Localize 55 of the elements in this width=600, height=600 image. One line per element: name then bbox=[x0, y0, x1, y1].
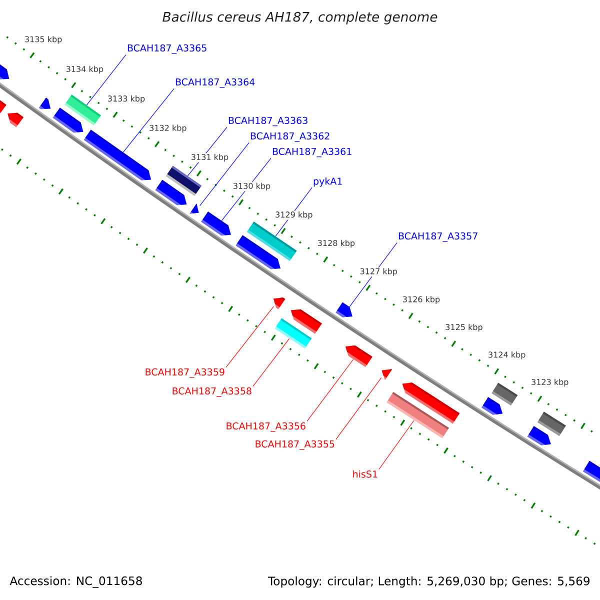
tick-label: 3125 kbp bbox=[444, 323, 484, 332]
tick-label: 3126 kbp bbox=[402, 296, 441, 304]
gene-label: BCAH187_A3358 bbox=[172, 387, 252, 397]
gene-block bbox=[52, 108, 84, 133]
leader-line bbox=[336, 377, 382, 440]
gene-label: pykA1 bbox=[314, 177, 342, 187]
leader-line bbox=[378, 420, 414, 470]
gene-block bbox=[582, 460, 600, 482]
tick-label: 3135 kbp bbox=[24, 35, 63, 44]
tick-label: 3132 kbp bbox=[148, 124, 188, 134]
gene-bar bbox=[386, 392, 449, 438]
tick-label: 3129 kbp bbox=[274, 210, 314, 220]
tick-label: 3131 kbp bbox=[190, 153, 230, 162]
gene-label: BCAH187_A3355 bbox=[256, 440, 334, 450]
gene-block bbox=[482, 397, 503, 415]
title: Bacillus cereus AH187, complete genome bbox=[162, 12, 438, 24]
gene-bar bbox=[492, 382, 518, 406]
gene-block bbox=[336, 302, 352, 318]
gene-block bbox=[201, 212, 231, 236]
gene-block bbox=[0, 100, 6, 114]
tick-label: 3123 kbp bbox=[530, 378, 570, 388]
leader-line bbox=[122, 88, 174, 153]
gene-label: BCAH187_A3364 bbox=[176, 78, 255, 88]
gene-label: BCAH187_A3362 bbox=[250, 132, 330, 142]
gene-block bbox=[38, 98, 51, 110]
gene-label: BCAH187_A3363 bbox=[228, 116, 308, 126]
gene-label: BCAH187_A3357 bbox=[398, 232, 478, 242]
gene-block bbox=[155, 180, 187, 206]
gene-block bbox=[8, 112, 24, 128]
leader-line bbox=[226, 306, 274, 368]
gene-block bbox=[527, 426, 551, 446]
gene-block bbox=[236, 235, 280, 270]
tick-label: 3128 kbp bbox=[316, 239, 356, 248]
gene-bar bbox=[274, 318, 312, 349]
footer-text: Topology: circular; Length: 5,269,030 bp; Genes: 5,569 bbox=[268, 576, 590, 588]
gene-label: BCAH187_A3365 bbox=[128, 44, 206, 54]
gene-block bbox=[382, 369, 392, 380]
gene-block bbox=[0, 64, 10, 80]
footer-text: Accession: NC_011658 bbox=[10, 576, 142, 588]
leader-line bbox=[252, 338, 290, 387]
gene-block bbox=[84, 130, 152, 180]
tick-label: 3124 kbp bbox=[487, 350, 526, 360]
gene-label: hisS1 bbox=[353, 470, 378, 478]
gene-label: BCAH187_A3359 bbox=[146, 368, 224, 378]
gene-label: BCAH187_A3356 bbox=[226, 422, 306, 432]
tick-label: 3130 kbp bbox=[232, 182, 272, 192]
tick-label: 3127 kbp bbox=[359, 268, 398, 276]
tick-label: 3134 kbp bbox=[65, 65, 104, 74]
tick-label: 3133 kbp bbox=[106, 94, 146, 104]
leader-line bbox=[200, 142, 250, 206]
gene-block bbox=[345, 345, 372, 368]
gene-block bbox=[190, 204, 199, 214]
gene-label: BCAH187_A3361 bbox=[272, 148, 352, 158]
leader-line bbox=[306, 359, 354, 422]
gene-block bbox=[273, 298, 286, 310]
